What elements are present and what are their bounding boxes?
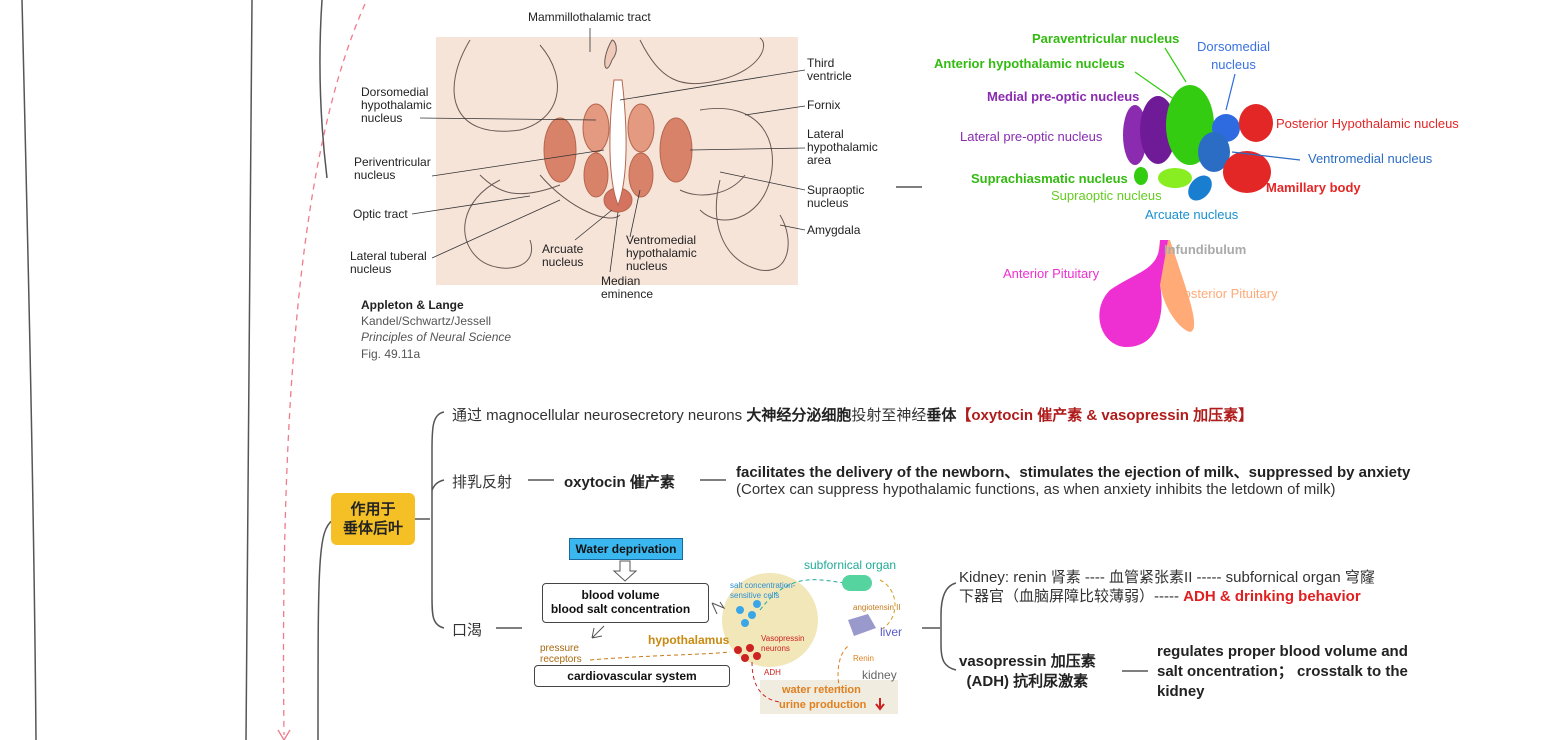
text-projection-prefix: 通过 magnocellular neurosecretory neurons — [452, 407, 747, 424]
node-thirst[interactable]: 口渴 — [452, 622, 483, 639]
label-posterior-hypothalamic-nucleus: Posterior Hypothalamic nucleus — [1276, 116, 1459, 131]
label-mamillary-body: Mamillary body — [1266, 180, 1361, 195]
label-dorsomedial-hypothalamic-nucleus: Dorsomedial hypothalamic nucleus — [361, 85, 432, 125]
text-pituitary-cn: 垂体 — [926, 407, 957, 424]
label-fornix: Fornix — [807, 98, 841, 112]
credit-figure-number: Fig. 49.11a — [361, 347, 421, 361]
text-subfornical-prefix: 下器官（血脑屏障比较薄弱）----- — [959, 588, 1184, 605]
label-pressure-receptors: pressure receptors — [540, 643, 582, 665]
node-neurosecretory-projection[interactable]: 通过 magnocellular neurosecretory neurons … — [452, 404, 1253, 425]
label-median-eminence: Median eminence — [601, 274, 654, 301]
node-oxytocin-note: (Cortex can suppress hypothalamic functi… — [736, 481, 1336, 498]
label-supraoptic-nucleus-color: Supraoptic nucleus — [1051, 188, 1162, 203]
label-renin: Renin — [853, 654, 874, 663]
label-vasopressin-neurons: Vasopressin neurons — [761, 634, 805, 653]
label-water-retention: water retention — [782, 684, 861, 696]
label-amygdala: Amygdala — [807, 223, 861, 237]
label-paraventricular-nucleus: Paraventricular nucleus — [1032, 31, 1180, 46]
node-vasopressin-effect[interactable]: regulates proper blood volume and salt o… — [1157, 643, 1408, 700]
label-ventromedial-hypothalamic-nucleus: Ventromedial hypothalamic nucleus — [626, 233, 697, 273]
node-vasopressin-adh[interactable]: vasopressin 加压素 (ADH) 抗利尿激素 — [959, 652, 1096, 692]
badge-line-2: 垂体后叶 — [342, 520, 403, 537]
label-angiotensin-ii: angiotensin II — [853, 603, 901, 612]
text-vasopressin: vasopressin 加压素 — [959, 653, 1096, 670]
label-infundibulum: Infundibulum — [1164, 242, 1247, 257]
label-suprachiasmatic-nucleus: Suprachiasmatic nucleus — [971, 171, 1128, 186]
node-oxytocin[interactable]: oxytocin 催产素 — [564, 474, 675, 491]
text-blood-salt: blood salt concentration — [550, 602, 691, 616]
label-subfornical-organ: subfornical organ — [804, 558, 897, 572]
badge-line-1: 作用于 — [350, 501, 396, 518]
label-periventricular-nucleus: Periventricular nucleus — [354, 155, 431, 182]
label-dorsomedial-nucleus: Dorsomedial nucleus — [1197, 39, 1270, 72]
text-blood-volume: blood volume — [581, 588, 660, 602]
label-optic-tract: Optic tract — [353, 207, 408, 221]
label-lateral-hypothalamic-area: Lateral hypothalamic area — [807, 127, 878, 167]
label-arcuate-nucleus-color: Arcuate nucleus — [1145, 207, 1239, 222]
text-projection-mid: 投射至神经 — [851, 407, 927, 424]
box-blood-status: blood volume blood salt concentration — [542, 583, 709, 623]
node-kidney-renin-line1[interactable]: Kidney: renin 肾素 ---- 血管紧张素II ----- subf… — [959, 569, 1375, 586]
label-medial-preoptic-nucleus: Medial pre-optic nucleus — [987, 89, 1140, 104]
text-magnocellular-cn: 大神经分泌细胞 — [746, 407, 852, 424]
box-cardiovascular-system: cardiovascular system — [534, 665, 730, 687]
topic-badge-posterior-pituitary[interactable]: 作用于 垂体后叶 — [331, 493, 415, 545]
label-adh-arrow: ADH — [764, 668, 781, 677]
label-posterior-pituitary: Posterior Pituitary — [1175, 286, 1278, 301]
label-kidney: kidney — [862, 668, 897, 682]
label-anterior-pituitary: Anterior Pituitary — [1003, 266, 1100, 281]
credit-publisher: Appleton & Lange — [361, 298, 464, 312]
label-hypothalamus: hypothalamus — [648, 633, 730, 647]
label-third-ventricle: Third ventricle — [807, 56, 852, 83]
text-hormones-highlight: 【oxytocin 催产素 & vasopressin 加压素】 — [956, 407, 1254, 424]
label-supraoptic-nucleus: Supraoptic nucleus — [807, 183, 865, 210]
credit-book: Principles of Neural Science — [361, 330, 512, 344]
node-oxytocin-effect[interactable]: facilitates the delivery of the newborn、… — [736, 464, 1411, 481]
label-mammillothalamic-tract: Mammillothalamic tract — [528, 10, 651, 24]
text-adh: (ADH) 抗利尿激素 — [966, 673, 1089, 690]
label-salt-sensitive-cells: salt concentration- sensitive cells — [730, 581, 796, 600]
label-lateral-preoptic-nucleus: Lateral pre-optic nucleus — [960, 129, 1103, 144]
credit-authors: Kandel/Schwartz/Jessell — [361, 314, 492, 328]
label-anterior-hypothalamic-nucleus: Anterior hypothalamic nucleus — [934, 56, 1125, 71]
label-arcuate-nucleus: Arcuate nucleus — [542, 242, 584, 269]
node-milk-ejection-reflex[interactable]: 排乳反射 — [452, 474, 513, 491]
label-lateral-tuberal-nucleus: Lateral tuberal nucleus — [350, 249, 427, 276]
text-adh-drinking: ADH & drinking behavior — [1183, 588, 1361, 605]
box-water-deprivation: Water deprivation — [569, 538, 683, 560]
label-liver: liver — [880, 625, 903, 639]
label-ventromedial-nucleus: Ventromedial nucleus — [1308, 151, 1433, 166]
node-kidney-renin-line2[interactable]: 下器官（血脑屏障比较薄弱）----- ADH & drinking behavi… — [959, 585, 1361, 606]
label-urine-production: urine production — [779, 699, 867, 711]
